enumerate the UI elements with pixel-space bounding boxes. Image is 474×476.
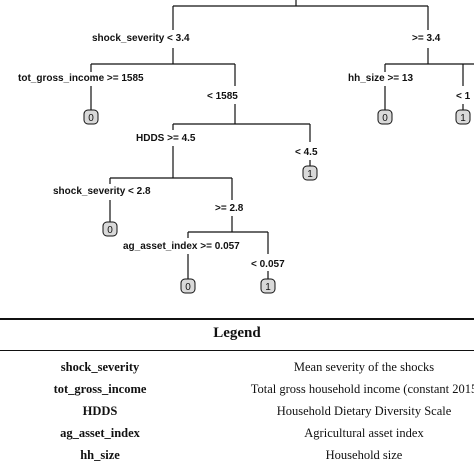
split-label-ag-lt: < 0.057: [251, 259, 285, 270]
leaf-label: 1: [460, 113, 466, 124]
leaf-node: 0: [180, 278, 196, 294]
legend-description: Mean severity of the shocks: [293, 360, 435, 374]
split-label-hh-lt: < 1: [456, 91, 471, 102]
leaf-node: 0: [377, 109, 393, 125]
legend-row: ag_asset_index Agricultural asset index: [0, 426, 474, 448]
split-label-shock2-lt: shock_severity < 2.8: [53, 186, 151, 197]
legend-description: Household Dietary Diversity Scale: [276, 404, 452, 418]
legend-divider: [0, 350, 474, 351]
leaf-label: 0: [107, 225, 113, 236]
legend-description: Total gross household income (constant 2…: [250, 382, 474, 396]
legend-term: HDDS: [82, 404, 118, 418]
legend-row: hh_size Household size: [0, 448, 474, 470]
leaf-label: 1: [307, 169, 313, 180]
split-label-hdds-lt: < 4.5: [295, 147, 318, 158]
legend-table: Legend shock_severity Mean severity of t…: [0, 318, 474, 476]
decision-tree: shock_severity < 3.4 >= 3.4 tot_gross_in…: [18, 0, 474, 294]
leaf-label: 0: [382, 113, 388, 124]
legend-row: HDDS Household Dietary Diversity Scale: [0, 404, 474, 426]
split-label-ag-ge: ag_asset_index >= 0.057: [123, 241, 240, 252]
legend-term: hh_size: [80, 448, 120, 462]
leaf-node: 1: [260, 278, 276, 294]
leaf-label: 1: [265, 282, 271, 293]
leaf-node: 0: [102, 221, 118, 237]
legend-description: Household size: [325, 448, 403, 462]
leaf-node: 1: [455, 109, 471, 125]
legend-title: Legend: [213, 325, 261, 341]
legend-row: tot_gross_income Total gross household i…: [0, 382, 474, 404]
split-label-shock-ge: >= 3.4: [412, 33, 441, 44]
leaf-label: 0: [88, 113, 94, 124]
leaf-node: 0: [83, 109, 99, 125]
split-label-hh-ge: hh_size >= 13: [348, 73, 413, 84]
legend-term: ag_asset_index: [60, 426, 140, 440]
split-label-income-lt: < 1585: [207, 91, 238, 102]
split-label-shock2-ge: >= 2.8: [215, 203, 244, 214]
legend-term: tot_gross_income: [53, 382, 147, 396]
legend-row: shock_severity Mean severity of the shoc…: [0, 360, 474, 382]
split-label-shock-lt: shock_severity < 3.4: [92, 33, 190, 44]
leaf-node: 1: [302, 165, 318, 181]
leaf-label: 0: [185, 282, 191, 293]
legend-description: Agricultural asset index: [304, 426, 424, 440]
split-label-hdds-ge: HDDS >= 4.5: [136, 133, 196, 144]
legend-term: shock_severity: [60, 360, 140, 374]
split-label-income-ge: tot_gross_income >= 1585: [18, 73, 144, 84]
